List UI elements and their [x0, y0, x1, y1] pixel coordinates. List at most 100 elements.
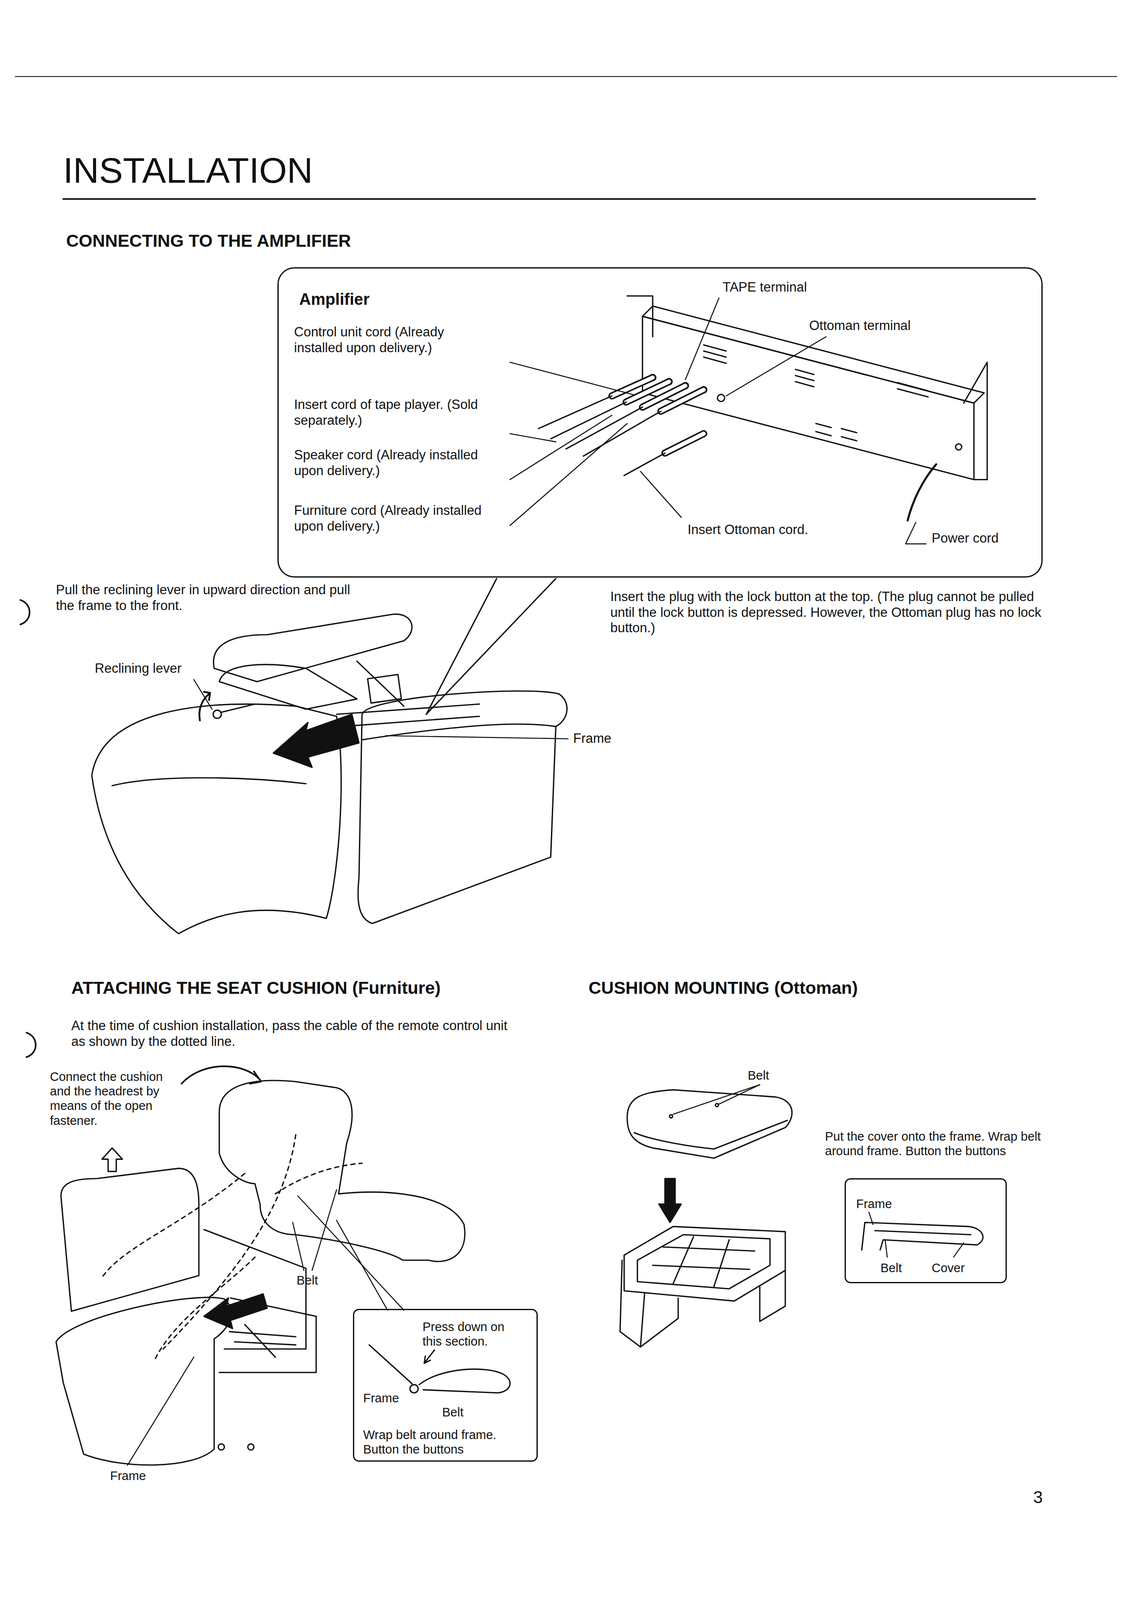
- amplifier-unit: [642, 316, 974, 480]
- leader-line: [885, 1240, 888, 1257]
- part-label: Reclining lever: [94, 660, 182, 677]
- part-label: Belt: [442, 1404, 464, 1420]
- leader-line: [127, 297, 964, 1466]
- detail-inset: Press down on this section.FrameBeltWrap…: [352, 1308, 538, 1462]
- leader-line: [510, 423, 628, 526]
- amplifier-unit: [955, 443, 962, 450]
- page-rule: [15, 75, 1117, 77]
- ottoman-drawing: [634, 1120, 788, 1149]
- page-rule: [20, 600, 30, 625]
- belt-detail: [419, 1368, 511, 1393]
- cord-label: Control unit cord (Already installed upo…: [294, 324, 495, 356]
- ottoman-drawing: [658, 1178, 682, 1223]
- part-label: Frame: [856, 1196, 892, 1211]
- chair-drawing: [229, 1324, 296, 1357]
- page-number: 3: [1033, 1486, 1043, 1508]
- instruction-note: At the time of cushion installation, pas…: [71, 1017, 524, 1050]
- ottoman-drawing: [669, 1114, 673, 1118]
- terminal-label: TAPE terminal: [722, 279, 808, 296]
- chair-drawing: [55, 1066, 465, 1465]
- chair-drawing: [218, 1443, 225, 1450]
- frame-detail: [861, 1222, 983, 1251]
- cord-plug: [660, 389, 704, 412]
- recliner-drawing: [273, 714, 359, 767]
- page-rule: [26, 1032, 36, 1057]
- box-heading: Amplifier: [299, 289, 370, 309]
- leader-line: [510, 415, 613, 480]
- callout-box: AmplifierControl unit cord (Already inst…: [277, 267, 1043, 578]
- leader-line: [725, 336, 826, 397]
- chair-drawing: [181, 1066, 261, 1084]
- amplifier-unit: [703, 344, 929, 441]
- ottoman-drawing: [759, 1270, 786, 1322]
- cord-plug: [538, 395, 613, 429]
- cord-label: Insert cord of tape player. (Sold separa…: [294, 396, 495, 429]
- leader-line: [127, 1356, 194, 1465]
- part-label: Cover: [931, 1260, 965, 1275]
- leader-line: [953, 1242, 964, 1257]
- ottoman-drawing: [623, 1226, 786, 1301]
- part-label: Belt: [880, 1260, 902, 1275]
- instruction-note: Pull the reclining lever in upward direc…: [55, 582, 355, 614]
- amplifier-unit: [642, 306, 984, 403]
- belt-detail: [369, 1344, 511, 1393]
- recliner-drawing: [112, 777, 307, 786]
- belt-detail: [369, 1344, 412, 1384]
- cord-plug: [623, 452, 665, 476]
- callout-pointer: [426, 578, 556, 715]
- amplifier-unit: [627, 295, 988, 521]
- page-rule: [63, 198, 1035, 200]
- cord-plug: [583, 411, 662, 456]
- frame-detail: [874, 1230, 971, 1235]
- chair-drawing: [102, 1147, 123, 1172]
- cord-plug: [664, 433, 704, 453]
- leader-line: [385, 735, 569, 739]
- recliner-drawing: [361, 723, 556, 740]
- part-label: Frame: [110, 1468, 146, 1483]
- cord-plug: [550, 402, 627, 439]
- chair-drawing: [204, 1229, 317, 1373]
- recliner-drawing: [221, 703, 256, 712]
- cord-label: Insert Ottoman cord.: [687, 521, 809, 538]
- instruction-note: Put the cover onto the frame. Wrap belt …: [824, 1128, 1047, 1158]
- leader-line: [640, 471, 682, 518]
- amplifier-unit: [717, 394, 725, 402]
- instruction-note: Insert the plug with the lock button at …: [610, 588, 1046, 636]
- cord-label: Furniture cord (Already installed upon d…: [294, 502, 495, 534]
- chair-drawing: [219, 1080, 465, 1262]
- chair-drawing: [55, 1297, 231, 1465]
- leader-line: [673, 1084, 760, 1114]
- leader-line: [685, 297, 720, 380]
- recliner-drawing: [367, 674, 402, 703]
- leader-line: [905, 522, 927, 544]
- cord-plug: [664, 433, 704, 453]
- belt-detail: [424, 1349, 435, 1363]
- ottoman-drawing: [637, 1234, 770, 1289]
- chair-drawing: [204, 1293, 268, 1329]
- leader-line: [292, 1222, 304, 1271]
- frame-detail: [861, 1222, 983, 1251]
- leader-line: [510, 362, 635, 395]
- amplifier-unit: [963, 362, 988, 480]
- recliner-drawing: [213, 614, 412, 682]
- belt-detail: [410, 1384, 419, 1393]
- chair-drawing: [61, 1168, 199, 1312]
- instruction-note: Wrap belt around frame. Button the butto…: [363, 1427, 532, 1457]
- ottoman-drawing: [620, 1259, 679, 1347]
- leader-line: [510, 433, 557, 442]
- ottoman-drawing: [652, 1236, 755, 1287]
- part-label: Frame: [573, 730, 612, 747]
- amplifier-unit: [907, 464, 937, 521]
- recliner-drawing: [358, 690, 568, 924]
- cord-plug: [660, 389, 704, 412]
- recliner-drawing: [336, 661, 480, 727]
- recliner-drawing: [199, 691, 210, 721]
- recliner-drawing: [212, 710, 222, 719]
- amplifier-unit: [627, 295, 653, 337]
- cord-label: Power cord: [931, 530, 999, 547]
- section-heading: ATTACHING THE SEAT CUSHION (Furniture): [71, 977, 441, 998]
- part-label: Belt: [296, 1272, 318, 1288]
- callout-pointer: [426, 578, 556, 715]
- instruction-note: Press down on this section.: [422, 1319, 525, 1349]
- cord-plug: [538, 377, 704, 476]
